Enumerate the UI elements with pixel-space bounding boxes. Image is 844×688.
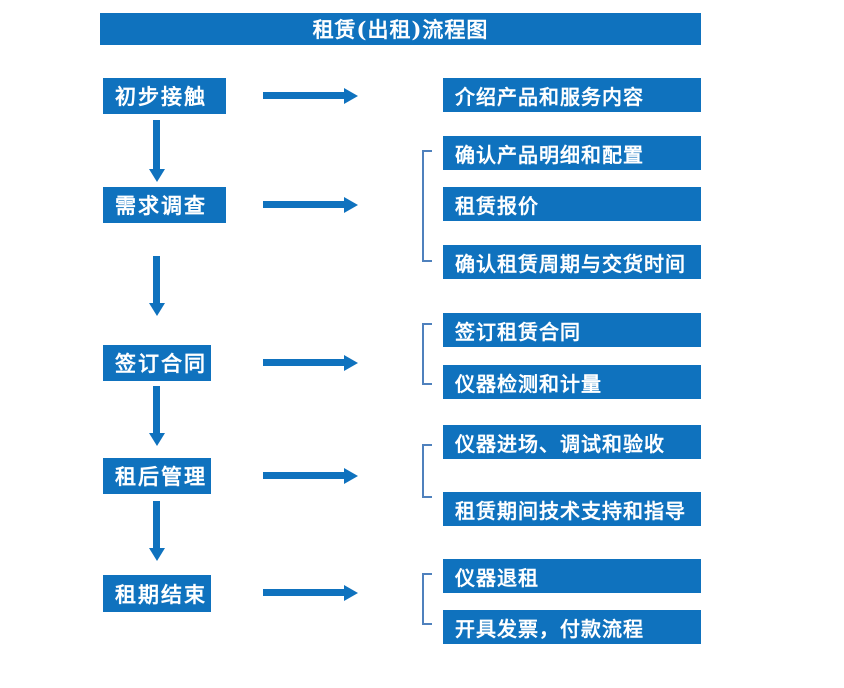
detail-box-rental-quotation: 租赁报价 xyxy=(443,187,701,221)
group-bracket xyxy=(422,150,432,262)
right-arrow xyxy=(263,468,358,484)
detail-box-introduce-products: 介绍产品和服务内容 xyxy=(443,78,701,112)
step-box-post-rental-management: 租后管理 xyxy=(103,458,211,494)
detail-box-confirm-product-config: 确认产品明细和配置 xyxy=(443,136,701,170)
down-arrow xyxy=(149,256,165,316)
detail-box-instrument-setup-acceptance: 仪器进场、调试和验收 xyxy=(443,425,701,459)
down-arrow xyxy=(149,120,165,182)
detail-box-instrument-testing: 仪器检测和计量 xyxy=(443,365,701,399)
detail-box-confirm-period-delivery: 确认租赁周期与交货时间 xyxy=(443,245,701,279)
step-box-sign-contract: 签订合同 xyxy=(103,345,211,381)
right-arrow xyxy=(263,355,358,371)
group-bracket xyxy=(422,323,432,385)
step-box-lease-end: 租期结束 xyxy=(103,575,211,612)
detail-box-instrument-return: 仪器退租 xyxy=(443,559,701,593)
detail-box-invoice-payment: 开具发票，付款流程 xyxy=(443,610,701,644)
down-arrow xyxy=(149,501,165,561)
right-arrow xyxy=(263,585,358,601)
right-arrow xyxy=(263,197,358,213)
group-bracket xyxy=(422,573,432,625)
step-box-demand-survey: 需求调查 xyxy=(103,187,226,223)
flowchart-title: 租赁(出租)流程图 xyxy=(100,13,701,45)
step-box-initial-contact: 初步接触 xyxy=(103,78,226,114)
detail-box-tech-support: 租赁期间技术支持和指导 xyxy=(443,492,701,526)
right-arrow xyxy=(263,88,358,104)
down-arrow xyxy=(149,386,165,446)
group-bracket xyxy=(422,444,432,498)
detail-box-sign-rental-contract: 签订租赁合同 xyxy=(443,313,701,347)
